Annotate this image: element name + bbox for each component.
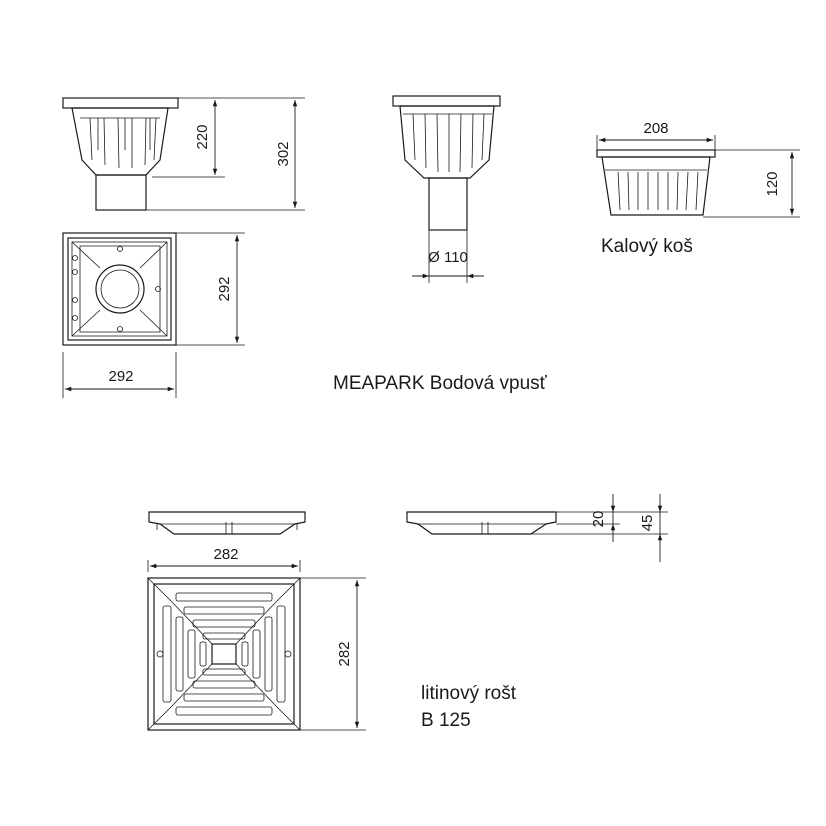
inlet-plan-width-label: 292 bbox=[108, 368, 133, 385]
sludge-basket-drawing: 208 120 Kalový koš bbox=[596, 120, 800, 257]
basket-height-label: 120 bbox=[764, 171, 781, 196]
basket-label: Kalový koš bbox=[601, 236, 693, 257]
grate-label-line1: litinový rošt bbox=[421, 683, 517, 704]
grate-thickness-label: 20 bbox=[590, 511, 607, 528]
inlet-plan-height-label: 292 bbox=[216, 276, 233, 301]
drawing-title: MEAPARK Bodová vpusť bbox=[333, 373, 548, 394]
grate-total-height-label: 45 bbox=[639, 515, 656, 532]
grate-side-view-left bbox=[148, 511, 306, 535]
basket-width-label: 208 bbox=[643, 120, 668, 137]
inlet-body-height-label: 220 bbox=[194, 124, 211, 149]
inlet-plan-view: 292 292 bbox=[62, 232, 245, 398]
grate-plan-height-label: 282 bbox=[336, 641, 353, 666]
grate-side-view-right: 20 45 bbox=[406, 494, 668, 562]
inlet-total-height-label: 302 bbox=[275, 141, 292, 166]
outlet-diameter-label: Ø 110 bbox=[428, 249, 468, 266]
grate-label-line2: B 125 bbox=[421, 710, 471, 731]
inlet-side-view: 220 302 bbox=[62, 97, 305, 211]
grate-plan-view: 282 282 bbox=[147, 546, 366, 731]
inlet-front-view: Ø 110 bbox=[392, 95, 501, 283]
grate-plan-width-label: 282 bbox=[213, 546, 238, 563]
